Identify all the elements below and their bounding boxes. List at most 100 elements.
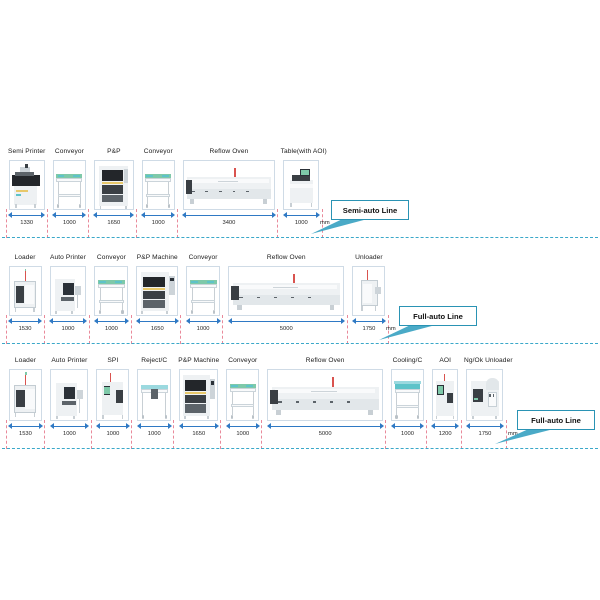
dimension-extension-line bbox=[131, 420, 133, 449]
callout-semi-auto-line: Semi-auto Line bbox=[311, 200, 449, 260]
station-full-auto-line-2-2[interactable]: SPI 1000 bbox=[94, 357, 132, 441]
station-full-auto-line-2-0[interactable]: Loader 1530 bbox=[6, 357, 45, 441]
machine-art-unloader bbox=[353, 267, 384, 315]
station-full-auto-line-1-6[interactable]: Unloader 1750 bbox=[350, 254, 388, 336]
dimension-value: 1750 bbox=[362, 326, 376, 332]
station-full-auto-line-1-1[interactable]: Auto Printer 1000 bbox=[47, 254, 89, 336]
dimension-arrow bbox=[351, 318, 386, 325]
station-label: Conveyor bbox=[54, 148, 84, 155]
station-photo bbox=[96, 369, 130, 421]
station-semi-auto-line-3[interactable]: Conveyor 1000 bbox=[139, 148, 177, 230]
station-photo bbox=[182, 160, 276, 210]
machine-art-conveyor bbox=[227, 370, 258, 420]
station-full-auto-line-2-8[interactable]: AOI 1200 bbox=[429, 357, 461, 441]
dimension-arrow bbox=[136, 423, 172, 430]
station-photo bbox=[137, 369, 172, 421]
station-photo bbox=[141, 160, 175, 210]
station-photo bbox=[52, 160, 86, 210]
station-label: Ng/Ok Unloader bbox=[463, 357, 513, 364]
station-label: Conveyor bbox=[96, 254, 126, 261]
dimension-extension-line bbox=[176, 209, 178, 238]
dimension-value: 1000 bbox=[106, 431, 120, 437]
station-label: Auto Printer bbox=[51, 357, 88, 364]
station-full-auto-line-1-0[interactable]: Loader 1530 bbox=[6, 254, 44, 336]
station-full-auto-line-1-4[interactable]: Conveyor 1000 bbox=[184, 254, 223, 336]
station-semi-auto-line-0[interactable]: Semi Printer 1330 bbox=[6, 148, 47, 230]
station-full-auto-line-2-4[interactable]: P&P Machine 1650 bbox=[177, 357, 221, 441]
line-baseline bbox=[2, 343, 598, 344]
dimension-arrow bbox=[141, 212, 176, 219]
dimension-value: 1750 bbox=[478, 431, 492, 437]
callout-label: Semi-auto Line bbox=[342, 205, 398, 215]
machine-art-conveyor bbox=[187, 267, 219, 315]
machine-art-pnp-machine bbox=[180, 370, 217, 420]
machine-art-pnp-machine bbox=[137, 267, 177, 315]
station-label: Reflow Oven bbox=[266, 254, 306, 261]
machine-art-spi bbox=[97, 370, 128, 420]
station-full-auto-line-2-9[interactable]: Ng/Ok Unloader 1750 bbox=[463, 357, 513, 441]
station-photo bbox=[8, 160, 45, 210]
machine-art-reflow-long bbox=[268, 370, 382, 420]
dimension-arrow bbox=[52, 212, 87, 219]
dimension-arrow bbox=[95, 423, 130, 430]
dimension-value: 1000 bbox=[62, 431, 76, 437]
station-photo bbox=[179, 369, 219, 421]
station-photo bbox=[267, 369, 384, 421]
machine-art-loader bbox=[10, 267, 41, 315]
station-full-auto-line-2-1[interactable]: Auto Printer 1000 bbox=[48, 357, 91, 441]
station-full-auto-line-2-6[interactable]: Reflow Oven 5000 bbox=[265, 357, 386, 441]
dimension-extension-line bbox=[277, 209, 279, 238]
station-photo bbox=[226, 369, 260, 421]
station-label: Table(with AOI) bbox=[280, 148, 327, 155]
dimension-value: 1530 bbox=[18, 431, 32, 437]
dimension-arrow bbox=[390, 423, 425, 430]
station-label: Reject/C bbox=[141, 357, 168, 364]
station-photo bbox=[136, 266, 179, 316]
station-label: P&P bbox=[107, 148, 121, 155]
station-full-auto-line-1-3[interactable]: P&P Machine 1650 bbox=[134, 254, 181, 336]
station-photo bbox=[186, 266, 221, 316]
station-label: Semi Printer bbox=[7, 148, 46, 155]
station-full-auto-line-1-5[interactable]: Reflow Oven 5000 bbox=[226, 254, 347, 336]
dimension-extension-line bbox=[180, 315, 182, 344]
station-semi-auto-line-1[interactable]: Conveyor 1000 bbox=[50, 148, 88, 230]
dimension-value: 1000 bbox=[104, 326, 118, 332]
dimension-extension-line bbox=[5, 420, 7, 449]
callout-label: Full-auto Line bbox=[531, 415, 581, 425]
station-photo bbox=[391, 369, 424, 421]
dimension-arrow bbox=[93, 212, 135, 219]
machine-art-table-aoi bbox=[284, 161, 318, 209]
dimension-value: 1530 bbox=[18, 326, 32, 332]
station-full-auto-line-2-3[interactable]: Reject/C 1000 bbox=[135, 357, 174, 441]
machine-art-cooling bbox=[392, 370, 423, 420]
station-photo bbox=[8, 369, 43, 421]
callout-full-auto-line-1: Full-auto Line bbox=[379, 306, 517, 366]
dimension-arrow bbox=[185, 318, 221, 325]
station-semi-auto-line-5[interactable]: Table(with AOI) 1000 bbox=[280, 148, 327, 230]
dimension-extension-line bbox=[261, 420, 263, 449]
station-full-auto-line-2-7[interactable]: Cooling/C 1000 bbox=[389, 357, 427, 441]
station-semi-auto-line-4[interactable]: Reflow Oven 3400 bbox=[180, 148, 277, 230]
dimension-extension-line bbox=[222, 315, 224, 344]
dimension-extension-line bbox=[130, 315, 132, 344]
dimension-extension-line bbox=[505, 420, 507, 449]
dimension-arrow bbox=[266, 423, 384, 430]
station-semi-auto-line-2[interactable]: P&P 1650 bbox=[91, 148, 136, 230]
dimension-extension-line bbox=[88, 209, 90, 238]
unit-label: mm bbox=[386, 326, 396, 332]
station-full-auto-line-2-5[interactable]: Conveyor 1000 bbox=[224, 357, 262, 441]
dimension-value: 1650 bbox=[192, 431, 206, 437]
dimension-arrow bbox=[178, 423, 219, 430]
dimension-value: 1000 bbox=[236, 431, 250, 437]
machine-art-aoi bbox=[433, 370, 458, 420]
dimension-value: 5000 bbox=[279, 326, 293, 332]
dimension-extension-line bbox=[426, 420, 428, 449]
station-full-auto-line-1-2[interactable]: Conveyor 1000 bbox=[92, 254, 131, 336]
dimension-arrow bbox=[93, 318, 129, 325]
station-label: Conveyor bbox=[188, 254, 218, 261]
dimension-extension-line bbox=[43, 315, 45, 344]
dimension-extension-line bbox=[5, 315, 7, 344]
dimension-value: 1650 bbox=[107, 220, 121, 226]
